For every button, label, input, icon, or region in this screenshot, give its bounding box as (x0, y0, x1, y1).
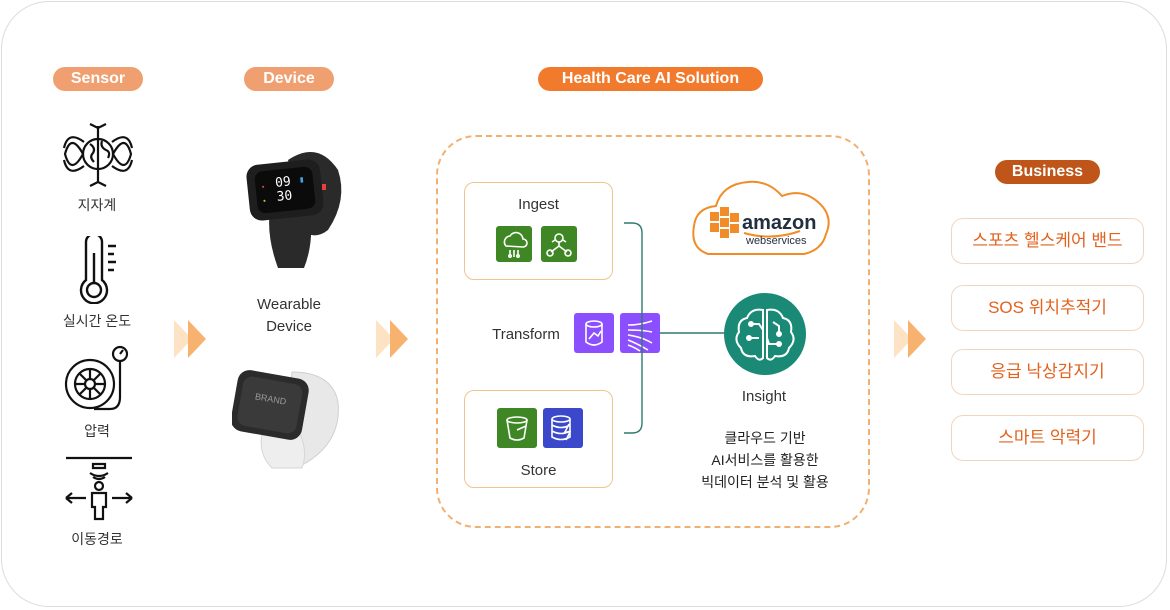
insight-desc-line2: AI서비스를 활용한 (711, 452, 819, 468)
svg-text:●: ● (261, 184, 265, 190)
insight-desc-line1: 클라우드 기반 (724, 430, 806, 446)
business-header: Business (995, 160, 1100, 184)
store-panel (464, 390, 613, 488)
sensor-label-magnetic: 지자계 (77, 197, 117, 213)
device-label-line1: Wearable (257, 296, 321, 313)
sensor-label-temperature: 실시간 온도 (62, 313, 132, 329)
svg-text:30: 30 (276, 188, 293, 205)
svg-text:09: 09 (274, 174, 291, 191)
business-item-fall-detector: 응급 낙상감지기 (951, 349, 1144, 395)
thermometer-icon (79, 236, 116, 304)
kinesis-icon (620, 313, 660, 353)
aws-logo-text: amazon (742, 212, 816, 234)
iot-core-icon (496, 226, 532, 262)
pressure-gauge-icon (64, 345, 129, 411)
sensor-header: Sensor (53, 67, 143, 91)
person-tracking-icon (65, 456, 133, 521)
s3-bucket-icon (497, 408, 537, 448)
sensor-label-route: 이동경로 (71, 531, 123, 547)
svg-text:●: ● (263, 198, 267, 204)
magnetic-globe-icon (62, 123, 134, 187)
business-item-sos-tracker: SOS 위치추적기 (951, 285, 1144, 331)
ingest-panel (464, 182, 613, 280)
device-label-line2: Device (266, 318, 312, 335)
dynamodb-icon (543, 408, 583, 448)
smartwatch-image: 09 ▮ 30 ● ● (246, 152, 342, 268)
transform-label: Transform (492, 326, 560, 343)
emr-icon (574, 313, 614, 353)
aws-logo: amazon webservices (692, 180, 830, 255)
solution-connector-lines (624, 222, 726, 434)
ingest-label: Ingest (518, 196, 559, 213)
business-item-smart-grip: 스마트 악력기 (951, 415, 1144, 461)
insight-desc-line3: 빅데이터 분석 및 활용 (701, 474, 829, 490)
arrow-solution-to-business-icon (894, 320, 926, 358)
solution-container (436, 135, 870, 528)
arrow-device-to-solution-icon (376, 320, 408, 358)
sagemaker-brain-icon (724, 293, 806, 375)
aws-logo-subtext: webservices (745, 235, 807, 247)
solution-header: Health Care AI Solution (538, 67, 763, 91)
iot-greengrass-icon (541, 226, 577, 262)
insight-label: Insight (741, 388, 787, 405)
device-header: Device (244, 67, 334, 91)
svg-text:▮: ▮ (299, 175, 305, 186)
arrow-sensor-to-device-icon (174, 320, 206, 358)
fitness-band-image: BRAND (232, 370, 339, 469)
sensor-label-pressure: 압력 (84, 423, 110, 439)
business-item-sports-band: 스포츠 헬스케어 밴드 (951, 218, 1144, 264)
store-label: Store (520, 462, 557, 479)
